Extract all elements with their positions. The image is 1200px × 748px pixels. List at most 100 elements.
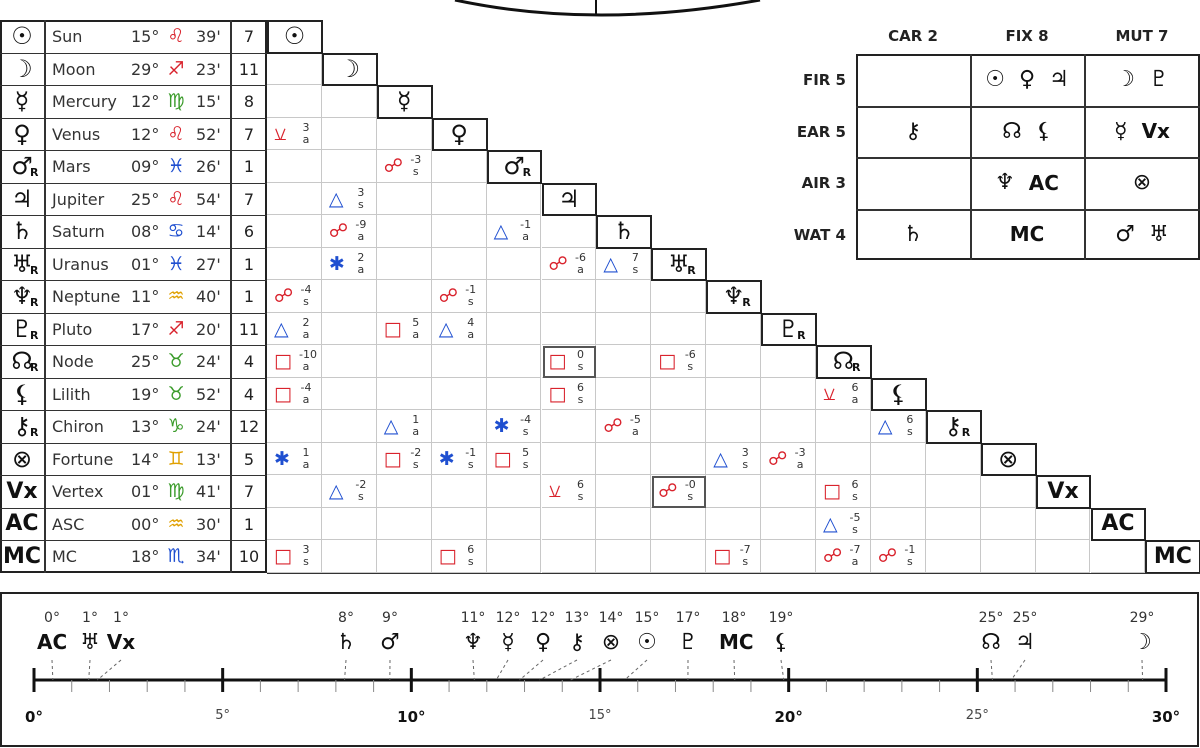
- diagonal-cell: [486, 150, 543, 184]
- aspect-mode: a: [577, 262, 584, 276]
- leader-line: [88, 659, 91, 681]
- planet-minutes: 20': [196, 319, 221, 339]
- aspect-mode: s: [852, 490, 858, 503]
- aspect-symbol-icon: △: [823, 512, 838, 535]
- grid-cell: [431, 442, 487, 475]
- row-divider: [0, 475, 267, 476]
- aspect-mode: a: [302, 392, 310, 406]
- zodiac-sign-icon: ♑: [167, 415, 185, 437]
- grid-cell: [486, 442, 542, 475]
- planet-degree: 01°: [131, 254, 160, 274]
- aspect-mode: a: [302, 327, 310, 341]
- highlighted-aspect: [652, 476, 707, 508]
- grid-cell: [1090, 540, 1146, 573]
- house-number: 4: [243, 352, 255, 371]
- grid-cell: [321, 345, 377, 378]
- retrograde-mark: R: [30, 328, 39, 342]
- timeline-axis: [32, 659, 1168, 692]
- diagonal-planet-icon: ☽: [338, 54, 361, 83]
- aspect-orb: -4: [520, 413, 532, 426]
- grid-cell: [321, 540, 377, 573]
- planet-degree: 01°: [131, 482, 160, 501]
- planet-glyph-icon: ♄: [11, 217, 33, 246]
- grid-cell: [596, 345, 652, 378]
- element-cell: ☿Vx: [1084, 106, 1200, 158]
- element-planet-icon: ♇: [1149, 67, 1169, 93]
- aspect-symbol-icon: ✱: [274, 447, 290, 470]
- aspect-symbol-icon: □: [548, 350, 567, 372]
- aspect-orb: 7: [631, 250, 639, 264]
- grid-cell: [321, 182, 377, 215]
- grid-cell: [706, 410, 762, 443]
- timeline-degree-label: 15°: [634, 610, 660, 626]
- aspect-symbol-icon: ☍: [383, 155, 404, 177]
- aspect-orb: 6: [851, 380, 859, 394]
- element-planet-icon: ☉: [985, 67, 1005, 93]
- grid-cell: [431, 182, 487, 215]
- grid-cell: [596, 247, 652, 280]
- diagonal-planet-icon: ♅: [667, 249, 690, 278]
- grid-cell: [267, 280, 322, 313]
- grid-cell: [431, 410, 487, 443]
- element-planet-icon: ♄: [903, 221, 923, 247]
- aspect-orb: 1: [412, 413, 420, 426]
- planet-name: Mars: [52, 157, 91, 176]
- house-number: 7: [243, 482, 255, 501]
- grid-cell: [267, 150, 322, 183]
- diagonal-cell: [541, 182, 598, 216]
- grid-cell: [431, 507, 487, 540]
- element-planet-icon: ☊: [1002, 118, 1022, 144]
- aspect-mode: a: [851, 392, 859, 406]
- timeline-frame: [0, 592, 1199, 747]
- grid-cell: [706, 345, 762, 378]
- house-number: 1: [243, 514, 255, 534]
- timeline-planet-icon: ♇: [678, 630, 698, 655]
- grid-cell: [321, 247, 377, 280]
- grid-cell: [706, 475, 762, 508]
- grid-cell: [486, 215, 542, 248]
- timeline-degree-label: 25°: [1012, 610, 1038, 626]
- element-cell: [856, 157, 970, 209]
- diagonal-planet-icon: ♇: [777, 314, 800, 343]
- house-number: 10: [238, 547, 260, 566]
- planet-name: Jupiter: [52, 189, 105, 209]
- aspect-mode: a: [357, 230, 365, 243]
- grid-cell: [541, 410, 597, 443]
- retrograde-mark: R: [852, 361, 861, 374]
- grid-cell: [267, 85, 322, 118]
- aspect-mode: a: [302, 360, 310, 373]
- grid-cell: [651, 540, 707, 573]
- zodiac-sign-icon: ♌: [167, 25, 185, 47]
- axis-label: 15°: [588, 708, 612, 723]
- aspect-mode: s: [742, 457, 749, 471]
- diagonal-planet-icon: ☿: [396, 87, 412, 116]
- aspect-orb: -2: [410, 445, 422, 459]
- house-number: 1: [243, 287, 255, 306]
- planet-degree: 12°: [131, 124, 160, 144]
- grid-bottom: [267, 572, 1200, 574]
- aspect-orb: 5: [412, 315, 420, 329]
- grid-cell: [596, 280, 652, 313]
- aspect-mode: s: [412, 165, 419, 178]
- grid-cell: [431, 280, 487, 313]
- planet-degree: 15°: [131, 27, 160, 46]
- grid-cell: [267, 247, 322, 280]
- planet-minutes: 52': [196, 124, 221, 144]
- zodiac-sign-icon: ♐: [167, 317, 185, 340]
- timeline-planet-icon: MC: [719, 630, 754, 654]
- timeline-planet-icon: ☽: [1132, 630, 1152, 655]
- diagonal-planet-icon: ☊: [832, 347, 855, 376]
- element-cell: ☊⚸: [970, 106, 1084, 158]
- leader-line: [570, 659, 612, 681]
- aspect-orb: 6: [577, 380, 584, 394]
- element-cell: [856, 54, 970, 106]
- zodiac-sign-icon: ♉: [167, 382, 185, 405]
- axis-label: 25°: [965, 708, 989, 723]
- diagonal-cell: [980, 442, 1037, 476]
- grid-cell: [706, 540, 762, 573]
- grid-cell: [651, 377, 707, 410]
- element-row-label: FIR 5: [802, 71, 846, 89]
- leader-line: [51, 659, 54, 681]
- row-divider: [0, 280, 267, 281]
